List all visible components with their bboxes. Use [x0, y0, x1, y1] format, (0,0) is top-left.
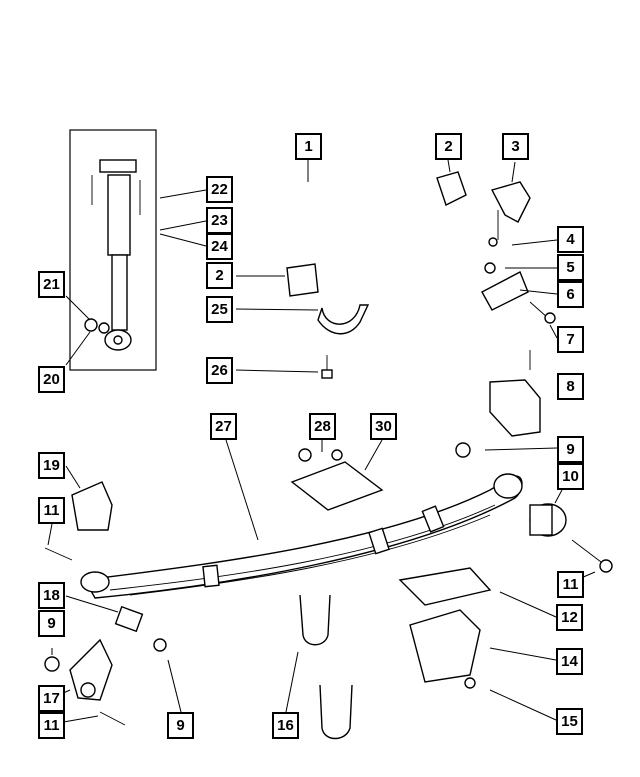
u-bolt-upper: [299, 594, 331, 646]
bushing-retainer: [317, 304, 370, 335]
callout-1: 1: [295, 133, 322, 160]
spacer-plate: [398, 567, 492, 606]
shock-inset-frame: [69, 129, 157, 371]
front-bolt: [571, 539, 613, 573]
callout-22: 22: [206, 176, 233, 203]
callout-15: 15: [556, 708, 583, 735]
callout-12: 12: [556, 604, 583, 631]
callout-5: 5: [557, 254, 584, 281]
callout-14: 14: [556, 648, 583, 675]
callout-2-top: 2: [435, 133, 462, 160]
stabilizer-link: [488, 181, 531, 247]
callout-6: 6: [557, 281, 584, 308]
retainer-bolt: [321, 355, 333, 379]
spring-seat: [409, 609, 481, 683]
stabilizer-bar: [192, 45, 421, 275]
callout-23: 23: [206, 207, 233, 234]
callout-30: 30: [370, 413, 397, 440]
link-bracket: [481, 262, 556, 324]
shackle-bushing: [114, 605, 167, 652]
rear-shackle-bracket: [71, 481, 113, 531]
callout-11-left: 11: [38, 497, 65, 524]
callout-4: 4: [557, 226, 584, 253]
callout-9-left: 9: [38, 610, 65, 637]
rear-bolt: [44, 547, 73, 561]
leaf-spring: [80, 473, 523, 599]
callout-24: 24: [206, 233, 233, 260]
callout-11-bottom: 11: [38, 712, 65, 739]
spring-eye-bushing: [529, 503, 567, 537]
seat-bolt: [464, 677, 476, 689]
callout-20: 20: [38, 366, 65, 393]
shackle: [44, 638, 126, 726]
callout-27: 27: [210, 413, 237, 440]
callout-28: 28: [309, 413, 336, 440]
spring-bracket: [489, 350, 541, 437]
callout-7: 7: [557, 326, 584, 353]
callout-19: 19: [38, 452, 65, 479]
bushing-lower: [286, 263, 319, 297]
callout-2-middle: 2: [206, 262, 233, 289]
callout-9-right: 9: [557, 436, 584, 463]
shock-absorber: [91, 159, 141, 351]
callout-25: 25: [206, 296, 233, 323]
callout-11-right: 11: [557, 571, 584, 598]
callout-17: 17: [38, 685, 65, 712]
callout-16: 16: [272, 712, 299, 739]
callout-10: 10: [557, 463, 584, 490]
shock-nut: [84, 318, 110, 334]
callout-26: 26: [206, 357, 233, 384]
spring-plate: [290, 448, 384, 511]
stabilizer-bushing-upper: [436, 171, 467, 206]
front-bushing-nut: [455, 442, 471, 458]
callout-18: 18: [38, 582, 65, 609]
callout-9-bottom: 9: [167, 712, 194, 739]
callout-3: 3: [502, 133, 529, 160]
callout-21: 21: [38, 271, 65, 298]
callout-8: 8: [557, 373, 584, 400]
u-bolt-lower: [319, 684, 353, 740]
